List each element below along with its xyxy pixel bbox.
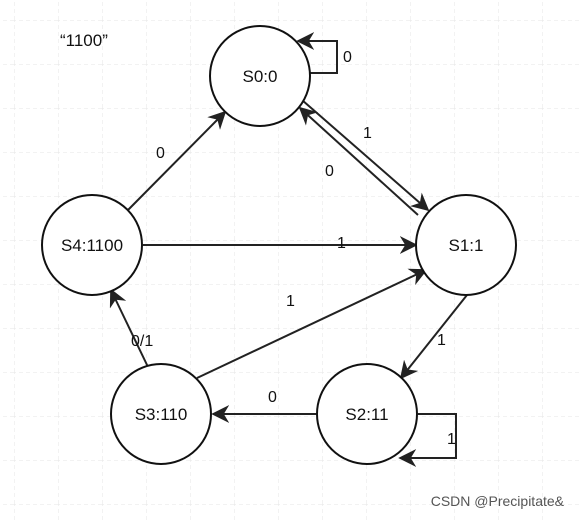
state-s0: S0:0 (209, 25, 311, 127)
transition-s1-s0 (298, 106, 419, 216)
transition-s0-s0 (296, 32, 338, 74)
watermark: CSDN @Precipitate& (431, 493, 565, 509)
label-s1-s0: 0 (325, 163, 334, 180)
transition-s4-s0 (127, 110, 227, 211)
transition-s0-s1 (301, 99, 430, 212)
label-s1-s2: 1 (437, 332, 446, 349)
transition-s3-s1 (196, 268, 428, 379)
state-s1: S1:1 (415, 194, 517, 296)
label-s2-s3: 0 (268, 389, 277, 406)
label-s2-s2: 1 (447, 431, 456, 448)
transition-s1-s2 (399, 294, 468, 380)
label-s4-s0: 0 (156, 145, 165, 162)
state-s2: S2:11 (316, 363, 418, 465)
state-label: S1:1 (449, 236, 484, 255)
state-label: S0:0 (243, 67, 278, 86)
label-s4-s1: 1 (337, 235, 346, 252)
transition-s2-s2 (398, 413, 457, 467)
label-s0-s1: 1 (363, 125, 372, 142)
state-label: S4:1100 (61, 236, 123, 255)
label-s3-s1: 1 (286, 293, 295, 310)
diagram-title: “1100” (60, 31, 108, 50)
state-label: S3:110 (135, 405, 188, 424)
transition-s3-s4 (109, 288, 149, 368)
state-label: S2:11 (345, 405, 388, 424)
label-s0-s0: 0 (343, 49, 352, 66)
state-s3: S3:110 (110, 363, 212, 465)
state-s4: S4:1100 (41, 194, 143, 296)
label-s3-s4: 0/1 (131, 333, 153, 350)
